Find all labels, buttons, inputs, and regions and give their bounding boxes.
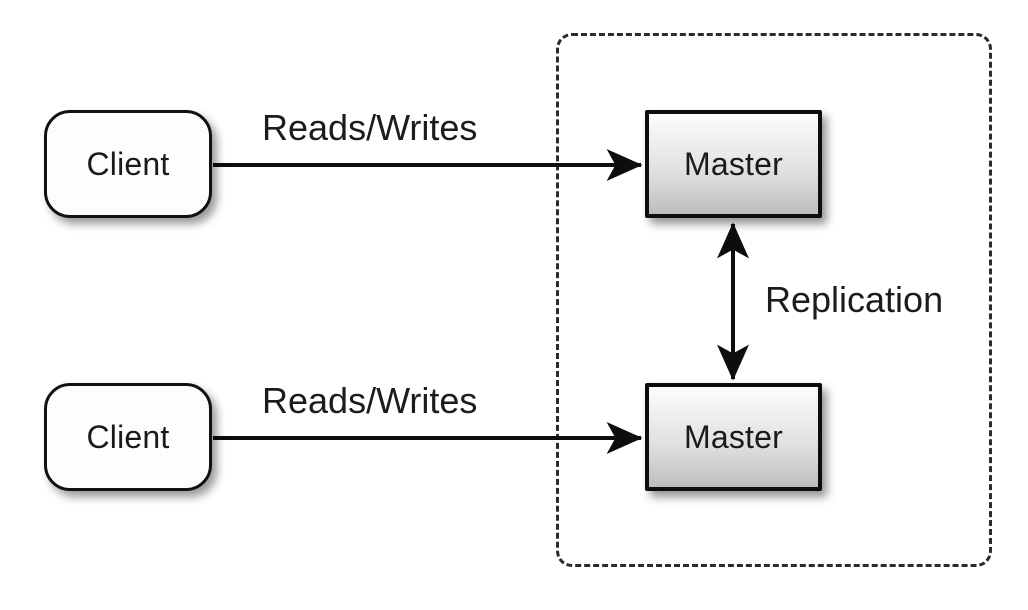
node-master-bottom[interactable]: Master xyxy=(645,383,822,491)
node-label: Client xyxy=(86,146,170,182)
cluster-boundary xyxy=(556,33,992,567)
node-client-bottom[interactable]: Client xyxy=(44,383,212,491)
node-label: Master xyxy=(684,146,783,182)
edge-label-replication: Replication xyxy=(765,279,944,320)
node-label: Master xyxy=(684,419,783,455)
edge-label-reads-writes-bottom: Reads/Writes xyxy=(262,380,478,421)
node-label: Client xyxy=(86,419,170,455)
node-master-top[interactable]: Master xyxy=(645,110,822,218)
edge-label-reads-writes-top: Reads/Writes xyxy=(262,107,478,148)
node-client-top[interactable]: Client xyxy=(44,110,212,218)
